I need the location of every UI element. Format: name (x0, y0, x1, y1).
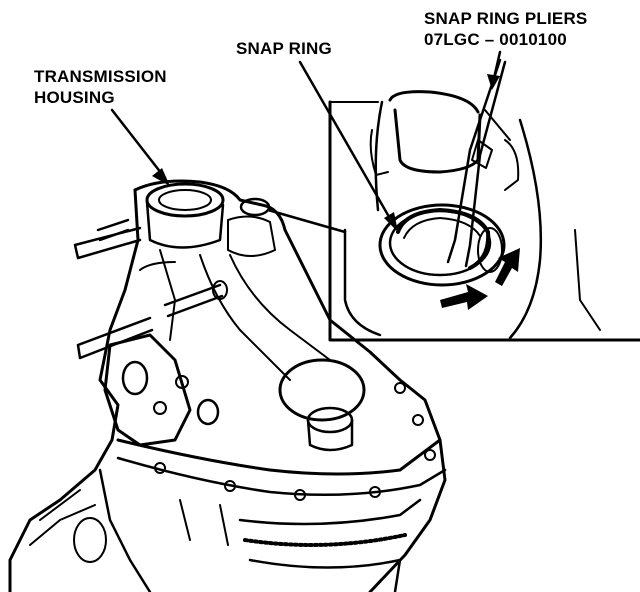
inset-shaft-body (393, 108, 482, 174)
bell-housing-left (29, 489, 96, 546)
inset-bore-outer (378, 203, 506, 287)
housing-cap (227, 215, 276, 257)
flange-bolt-3 (424, 449, 436, 461)
housing-top-boss (145, 182, 225, 218)
flange-bolt-1 (394, 382, 406, 394)
lower-case-left (98, 468, 152, 592)
pliers-spring (484, 109, 511, 141)
bell-housing-port (73, 517, 107, 563)
transmission-housing-label-line2: HOUSING (34, 88, 115, 107)
snap-ring-inner-edge (403, 217, 481, 239)
leader-pliers (492, 50, 502, 80)
bearing-boss-neck (306, 418, 354, 452)
pliers-arm-left (446, 58, 502, 264)
flywheel-teeth (243, 533, 407, 547)
pliers-arm-right (464, 60, 507, 268)
pliers-pivot (471, 139, 493, 169)
inset-boss-left (369, 129, 389, 176)
housing-outline-left (8, 188, 140, 592)
bearing-boss-outer (278, 358, 366, 422)
drain-plug (196, 398, 220, 426)
transmission-housing-drawing (8, 179, 447, 592)
flange-lower (116, 456, 447, 497)
rib-3 (229, 254, 331, 361)
detail-inset (328, 58, 640, 342)
detail-callout-line (266, 208, 347, 234)
flange-bolt-4 (154, 462, 166, 474)
housing-top-bore (158, 189, 212, 211)
rib-2 (199, 254, 291, 381)
rib-4 (139, 261, 176, 271)
leader-snap-ring (298, 60, 394, 224)
snap-ring-label-text: SNAP RING (236, 39, 332, 58)
flywheel-ring-outer (238, 498, 422, 526)
side-cover-port (121, 360, 149, 396)
transmission-housing-label: TRANSMISSION HOUSING (34, 66, 167, 108)
snap-ring-pliers-label: SNAP RING PLIERS 07LGC – 0010100 (424, 8, 587, 50)
side-cover-bolt-1 (153, 401, 167, 415)
rotation-arrow-lower (440, 284, 488, 310)
flywheel-ring-inner (248, 558, 402, 592)
leader-housing (110, 108, 167, 180)
flange-upper (116, 438, 442, 476)
leader-lines (110, 50, 502, 234)
rib-1 (159, 249, 176, 341)
inset-boss-right (504, 139, 520, 191)
leader-pliers-arrowhead (487, 74, 500, 90)
flange-bolt-7 (369, 486, 381, 498)
inset-shaft-top (388, 90, 480, 114)
side-cover-bolt-2 (175, 375, 189, 389)
flange-bolt-2 (412, 414, 424, 426)
inset-frame (328, 100, 640, 342)
flange-bolt-6 (294, 489, 306, 501)
inset-seal (477, 227, 503, 273)
leader-housing-arrowhead (152, 168, 170, 186)
housing-outline-right (133, 179, 447, 592)
leader-snap-ring-arrowhead (384, 212, 398, 232)
housing-top-neck (145, 200, 225, 249)
inset-housing-right (508, 118, 543, 340)
stud-upper-2 (96, 218, 130, 242)
inset-housing-left (343, 228, 382, 337)
flange-bolt-5 (224, 480, 236, 492)
inset-outer-right (574, 229, 601, 331)
housing-small-boss (239, 197, 271, 217)
case-web (179, 499, 229, 546)
side-cover (103, 333, 192, 447)
snap-ring-shape (396, 208, 491, 270)
stud-upper (73, 226, 142, 260)
snap-ring-label: SNAP RING (236, 38, 332, 59)
snap-ring-pliers-label-line1: SNAP RING PLIERS (424, 9, 588, 28)
snap-ring-pliers-part-number: 07LGC – 0010100 (424, 30, 567, 49)
transmission-housing-label-line1: TRANSMISSION (34, 67, 167, 86)
